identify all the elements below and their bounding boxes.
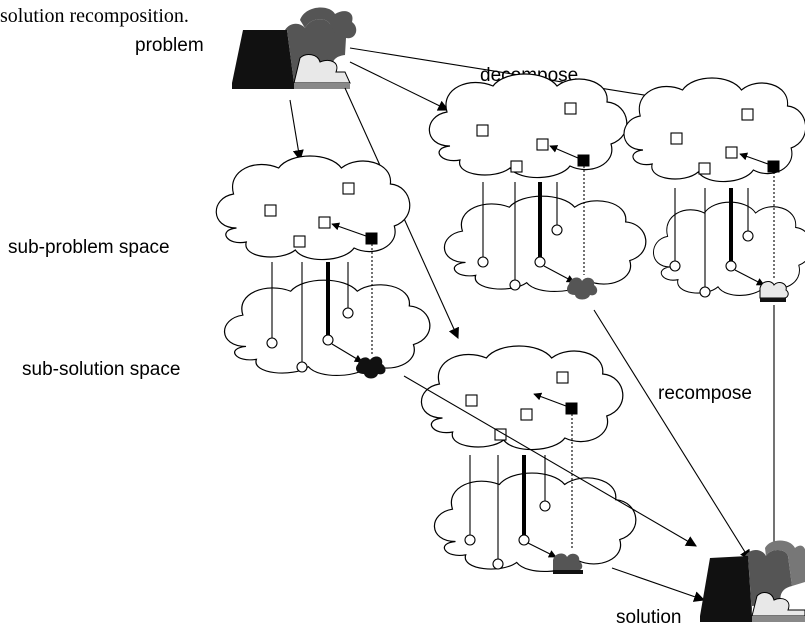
sub-solution-cloud-middle <box>443 195 647 293</box>
figure-caption: solution recomposition. <box>0 5 189 27</box>
problem-label: problem <box>135 35 204 56</box>
sub-solution-piece-lower-icon <box>553 553 583 571</box>
decompose-arrow-right <box>349 47 677 104</box>
solution-label: solution <box>616 607 682 628</box>
sub-problem-cloud-middle <box>428 73 628 179</box>
decompose-arrow-middle <box>349 61 449 111</box>
sub-solution-space-label: sub-solution space <box>22 359 180 380</box>
sub-problem-space-label: sub-problem space <box>8 237 170 258</box>
subproblem-group-middle <box>428 73 647 300</box>
sub-problem-cloud-lower <box>420 345 624 451</box>
sub-solution-cloud-lower <box>433 472 637 573</box>
subproblem-group-lower <box>420 345 637 574</box>
solution-puzzle-icon <box>700 540 805 622</box>
sub-solution-piece-left-icon <box>356 356 386 379</box>
sub-solution-piece-right-icon <box>759 281 789 299</box>
problem-puzzle-icon <box>232 7 357 89</box>
recompose-arrow-left <box>403 375 697 547</box>
sub-problem-cloud-left <box>215 155 411 261</box>
recompose-arrow-lower <box>611 567 706 602</box>
decompose-arrow-left <box>289 99 304 162</box>
recompose-arrow-middle <box>593 309 751 561</box>
subproblem-group-right <box>623 77 805 302</box>
subproblem-group-left <box>215 155 431 379</box>
sub-solution-piece-middle-icon <box>567 277 598 300</box>
recompose-label: recompose <box>658 383 752 404</box>
